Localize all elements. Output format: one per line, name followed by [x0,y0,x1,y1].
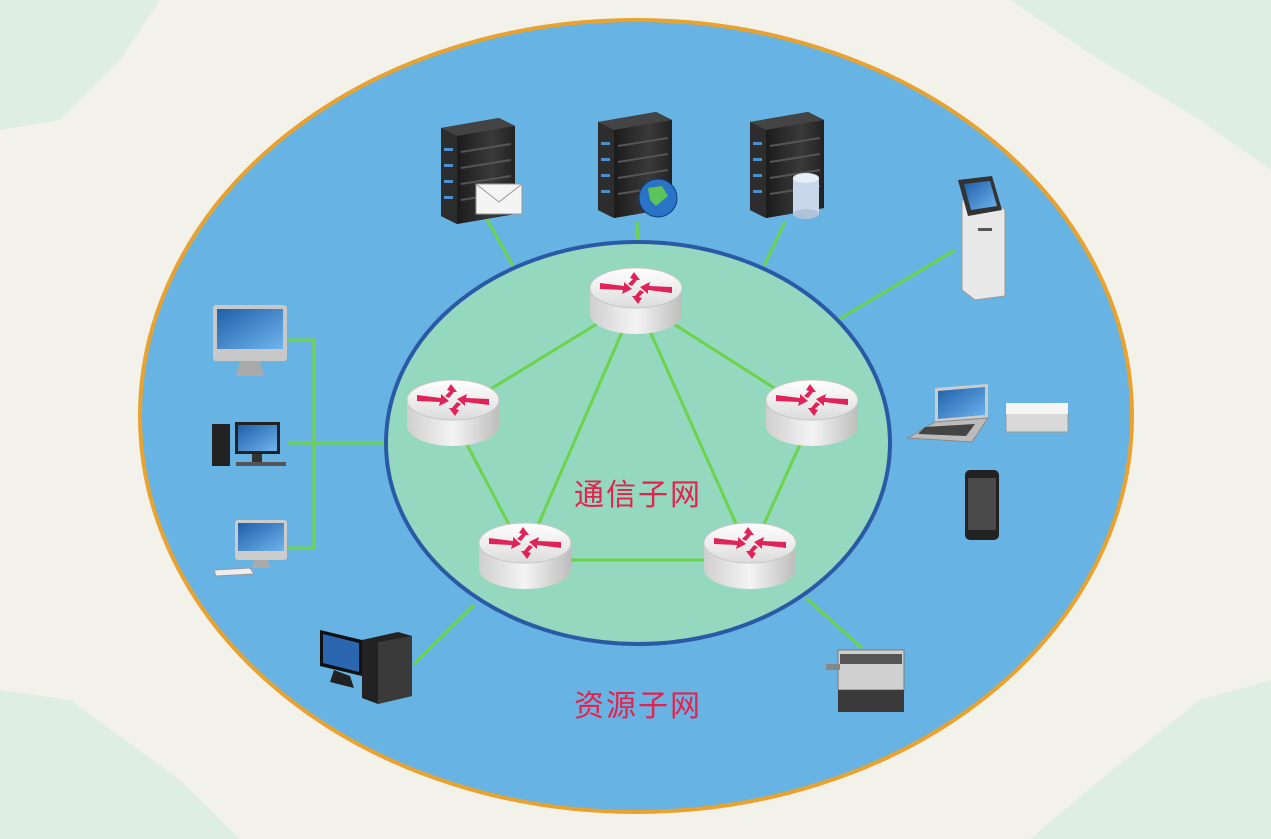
mail-server[interactable] [440,117,523,225]
laptop[interactable] [906,384,989,443]
kiosk[interactable] [958,176,1006,301]
resource-subnet-label: 资源子网 [574,689,702,724]
database-server[interactable] [749,111,825,219]
mac-mini[interactable] [1005,403,1069,433]
router-bottom-right[interactable] [703,522,797,590]
resource-links [288,213,956,666]
smartphone[interactable] [965,470,999,540]
router-right[interactable] [765,379,859,447]
pc-tower-monitor[interactable] [212,422,286,466]
communication-subnet-label: 通信子网 [574,478,702,513]
envelope-icon [475,183,523,215]
database-icon [793,173,819,219]
router-bottom-left[interactable] [478,522,572,590]
web-server[interactable] [597,111,678,219]
desktop-pc[interactable] [320,630,412,704]
imac-keyboard[interactable] [213,520,287,577]
router-left[interactable] [406,379,500,447]
imac[interactable] [213,305,287,376]
router-top[interactable] [589,267,683,335]
globe-icon [638,178,678,218]
printer[interactable] [826,649,905,712]
